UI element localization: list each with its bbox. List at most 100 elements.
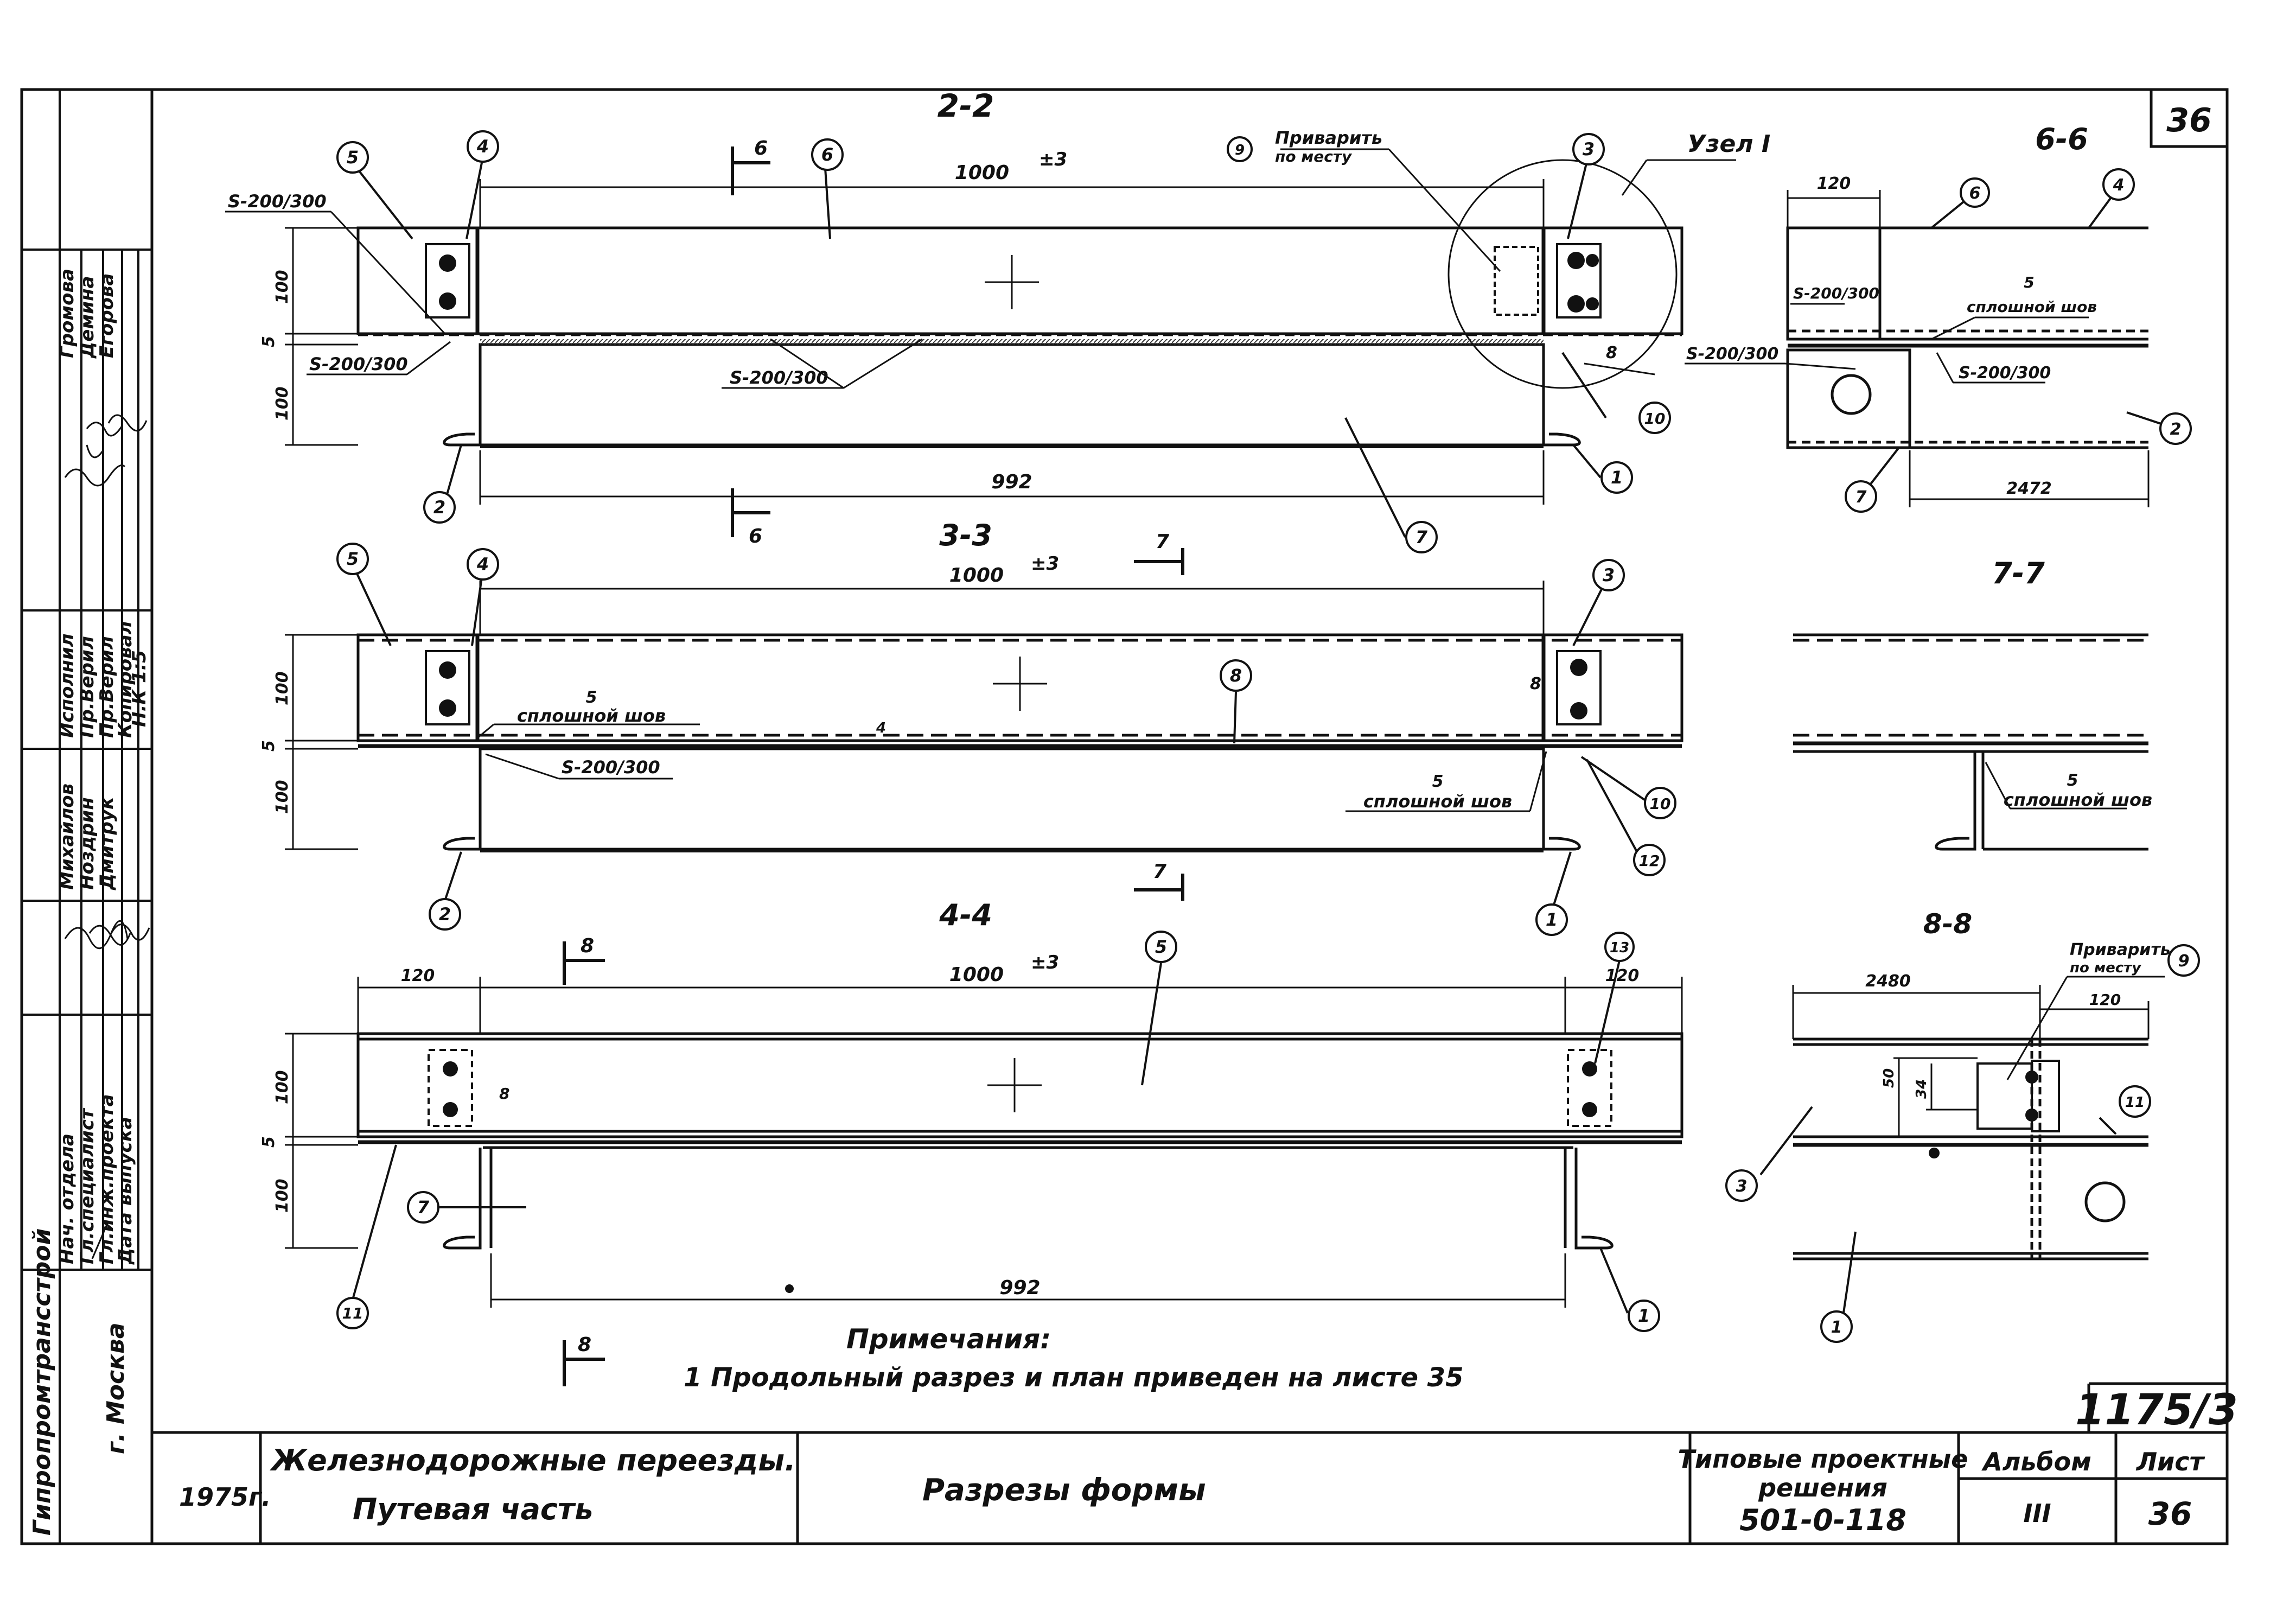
v88-dim-v1: 50: [1881, 1068, 1897, 1088]
v33-callout-8: 2: [439, 904, 451, 925]
notes-line-1: 1 Продольный разрез и план приведен на л…: [684, 1362, 1464, 1393]
v44-callout-1: 5: [1155, 937, 1167, 957]
stamp-role-6: Гл.специалист: [76, 1107, 98, 1264]
drawing-code: 1175/3: [2075, 1386, 2238, 1435]
v22-weld-a: S-200/300: [228, 191, 327, 212]
project-line-1: Железнодорожные переезды.: [269, 1443, 796, 1477]
v22-left-angle: [443, 345, 482, 447]
v33-weld-a: S-200/300: [562, 757, 660, 778]
stamp-role-3: Пр.Верил: [96, 636, 118, 738]
view-2-2: 2-2: [225, 87, 1770, 547]
v44-cut-bottom: 8: [578, 1334, 591, 1356]
v33-callout-2: 4: [476, 554, 489, 575]
v22-note-weld-2: по месту: [1275, 148, 1353, 165]
v33-weld-cont-num-2: 5: [1432, 772, 1444, 791]
v22-weld-b: S-200/300: [309, 354, 408, 374]
v44-dim-h2: 5: [259, 1136, 278, 1148]
stamp-name-7: Дмитрук: [96, 797, 118, 890]
stamp-role-8: Дата выпуска: [114, 1117, 136, 1265]
title-year: 1975г.: [179, 1482, 271, 1512]
v22-note-weld: Приварить: [1275, 128, 1382, 148]
stamp-role-5: Нач. отдела: [56, 1133, 78, 1264]
v22-cut-top: 6: [754, 137, 768, 160]
v22-dim-h2: 5: [259, 336, 278, 347]
v77-weld-cont-num: 5: [2067, 771, 2078, 790]
v33-callout-labels: 5 4 3 8 10 12 1 2: [347, 549, 1671, 930]
v33-callout-1: 5: [347, 549, 359, 569]
v44-dim-h3: 100: [273, 1179, 292, 1213]
v44-dim-bottom: 992: [999, 1277, 1040, 1299]
v33-weld-cont: сплошной шов: [517, 705, 666, 726]
v66-dim-top: 120: [1817, 174, 1851, 193]
v22-dim-top: 1000: [955, 162, 1009, 184]
notes-heading: Примечания:: [846, 1323, 1051, 1355]
v33-dim-h1: 100: [273, 671, 292, 705]
title-block: [259, 1382, 2227, 1544]
v33-weld-cont-2: сплошной шов: [1363, 791, 1512, 812]
v66-weld-a: S-200/300: [1793, 284, 1879, 302]
view-3-3: 3-3: [259, 518, 1683, 901]
v22-dim-top-tol: ±3: [1039, 149, 1067, 170]
stamp-role-2: Пр.Верил: [76, 636, 98, 738]
v66-weld-c: S-200/300: [1959, 364, 2051, 383]
v44-callout-4: 11: [342, 1304, 364, 1322]
left-stamp-texts: Исполнил Громова Пр.Верил Демина Пр.Вери…: [56, 269, 150, 1265]
v33-callout-3: 3: [1603, 565, 1615, 585]
v44-callout-2: 13: [1610, 940, 1629, 956]
v88-dim-v2: 34: [1914, 1079, 1930, 1099]
v88-callouts: [1725, 944, 2200, 1343]
stamp-name-4: Н.К 1:5: [129, 650, 150, 727]
v66-callout-4: 7: [1855, 488, 1867, 507]
stamp-name-3: Егорова: [96, 273, 118, 358]
stamp-slash: [91, 1220, 110, 1259]
v22-callout-3: 6: [821, 144, 833, 165]
stamp-role-7: Гл.инж.проекта: [96, 1094, 118, 1264]
album-value: III: [2023, 1499, 2051, 1528]
stamp-name-1: Громова: [56, 269, 78, 358]
v22-node-label: Узел I: [1687, 130, 1770, 158]
v66-weld-b: S-200/300: [1686, 345, 1778, 364]
sheet-label: Лист: [2135, 1447, 2205, 1476]
sheet-title: Разрезы формы: [922, 1473, 1206, 1508]
v22-dim-h3: 100: [273, 386, 292, 421]
view-6-6-title: 6-6: [2035, 122, 2088, 156]
v22-callout-4: 9: [1235, 142, 1245, 158]
view-4-4: 4-4: [259, 898, 1683, 1386]
v88-callout-2: 11: [2125, 1094, 2145, 1111]
v22-callout-9: 2: [433, 497, 445, 518]
sheet-number-top: 36: [2166, 101, 2212, 139]
v44-dim-top-tol: ±3: [1031, 952, 1059, 973]
v66-callout-1: 6: [1969, 184, 1981, 203]
view-7-7: 7-7 5 сплошной шов: [1793, 556, 2152, 851]
left-stamp: [22, 90, 152, 1544]
series-line-1: Типовые проектные: [1678, 1444, 1968, 1474]
v33-weld-cont-num: 5: [586, 688, 597, 707]
v33-cut-top: 7: [1156, 531, 1169, 553]
stamp-role-4: Копировал: [114, 621, 136, 738]
v33-callout-7: 1: [1546, 909, 1558, 930]
v88-callout-labels: 9 11 3 1: [1736, 952, 2190, 1337]
series-line-2: решения: [1758, 1473, 1887, 1502]
sheet-number-box: 36: [2150, 88, 2229, 148]
v88-note-weld-2: по месту: [2070, 960, 2141, 976]
v88-callout-4: 1: [1831, 1318, 1842, 1337]
stamp-role-1: Исполнил: [56, 633, 78, 738]
v88-note-weld: Приварить: [2070, 940, 2171, 959]
v22-weld-c: S-200/300: [730, 367, 828, 388]
v33-callout-5: 10: [1650, 795, 1671, 813]
v44-callout-3: 7: [417, 1197, 430, 1218]
v33-dim-top-tol: ±3: [1031, 553, 1059, 575]
view-8-8-title: 8-8: [1923, 908, 1972, 940]
stamp-name-2: Демина: [76, 276, 98, 359]
v66-callout-labels: 6 4 2 7: [1855, 176, 2182, 507]
v44-callout-5: 1: [1638, 1305, 1650, 1326]
v22-dim-h1: 100: [273, 270, 292, 304]
v22-callout-7: 1: [1611, 467, 1623, 488]
v33-callout-6: 12: [1639, 852, 1660, 870]
v66-weld-cont-num: 5: [2024, 273, 2034, 291]
v22-callout-labels: 5 4 6 9 3 10 1 7 2: [347, 136, 1666, 547]
v44-dim-top: 1000: [949, 964, 1004, 986]
view-4-4-title: 4-4: [939, 898, 992, 932]
v33-dim-top: 1000: [949, 564, 1004, 587]
